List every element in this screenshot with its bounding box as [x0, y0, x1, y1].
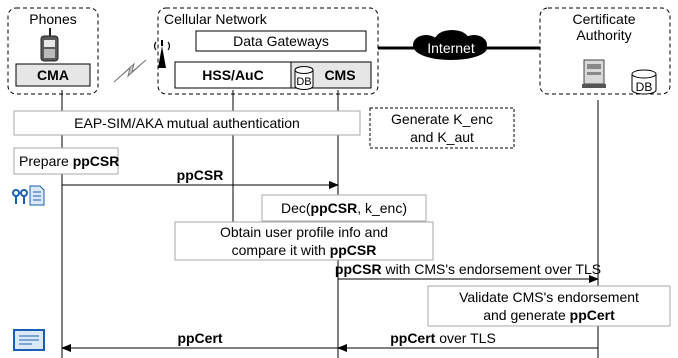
- ca-db-label: DB: [636, 80, 653, 94]
- data-gateways-label: Data Gateways: [233, 33, 329, 49]
- cma-label: CMA: [37, 67, 69, 83]
- decrypt-label: Dec(ppCSR, k_enc): [281, 200, 407, 216]
- prepare-ppcsr-box: [13, 147, 119, 175]
- generate-keys-line1: Generate K_enc: [391, 111, 493, 127]
- wireless-link-icon: [113, 59, 147, 83]
- ca-label-line2: Authority: [576, 27, 631, 43]
- phones-group: [7, 7, 99, 95]
- msg-ppcert-tls-label: ppCert over TLS: [390, 330, 496, 346]
- data-gateways-box: [195, 30, 367, 52]
- msg-ppcert-label: ppCert: [177, 330, 222, 346]
- ca-label-line1: Certificate: [572, 11, 635, 27]
- eap-auth-box: [13, 110, 361, 136]
- validate-box: [427, 285, 671, 327]
- generate-keys-box: [369, 107, 515, 149]
- cms-database-icon: [294, 66, 314, 90]
- cms-db-label: DB: [296, 76, 311, 88]
- phones-label: Phones: [29, 11, 76, 27]
- internet-cloud-icon: [413, 30, 487, 60]
- msg-ppcsr-label: ppCSR: [177, 167, 224, 183]
- certificate-icon: [13, 329, 45, 351]
- obtain-profile-box: [174, 221, 434, 261]
- msg-endorsement-label: ppCSR with CMS's endorsement over TLS: [335, 261, 601, 277]
- hss-auc-box: [174, 61, 292, 89]
- cellular-network-label: Cellular Network: [164, 11, 268, 27]
- server-icon: [582, 59, 606, 88]
- generate-keys-line2: and K_aut: [410, 129, 474, 145]
- eap-auth-label: EAP-SIM/AKA mutual authentication: [74, 115, 300, 131]
- obtain-profile-line1: Obtain user profile info and: [220, 224, 388, 240]
- prepare-ppcsr-label: Prepare ppCSR: [19, 153, 119, 169]
- cell-tower-icon: [153, 40, 171, 68]
- internet-label: Internet: [427, 40, 475, 56]
- keys-document-icon: [12, 185, 45, 206]
- cma-box: [15, 63, 91, 87]
- decrypt-box: [261, 194, 427, 222]
- obtain-profile-line2: compare it with ppCSR: [232, 242, 377, 258]
- cellular-network-group: [157, 7, 379, 95]
- validate-line2: and generate ppCert: [483, 307, 615, 323]
- certificate-authority-group: [539, 7, 671, 95]
- hss-auc-label: HSS/AuC: [202, 67, 263, 83]
- phone-icon: [40, 28, 59, 62]
- cms-label: CMS: [324, 67, 355, 83]
- ca-database-icon: [631, 69, 657, 95]
- validate-line1: Validate CMS's endorsement: [459, 289, 639, 305]
